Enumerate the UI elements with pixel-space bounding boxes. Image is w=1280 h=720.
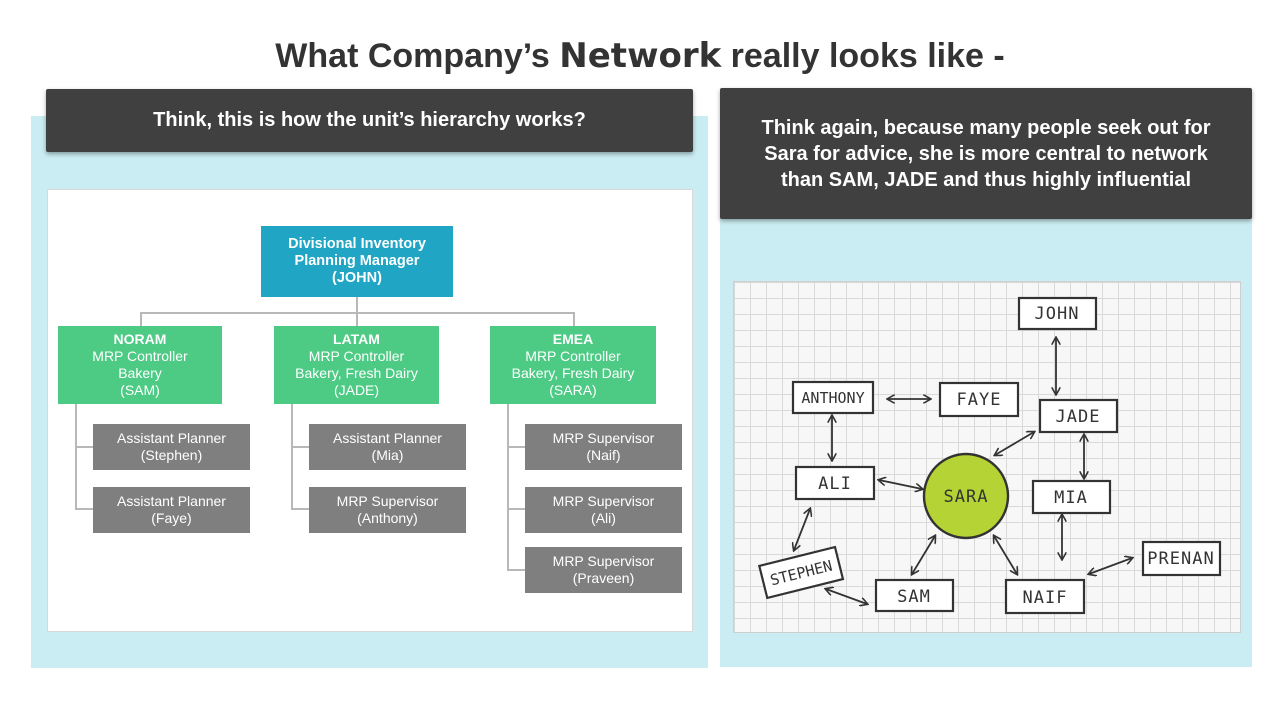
node-box-ali bbox=[794, 465, 876, 501]
node-label-sam: SAM bbox=[897, 587, 931, 607]
node-box-mia bbox=[1031, 479, 1112, 515]
org-root-node: Divisional Inventory Planning Manager (J… bbox=[261, 226, 453, 297]
center-node-label: SARA bbox=[944, 487, 989, 507]
staff-node: Assistant Planner (Faye) bbox=[93, 487, 250, 533]
staff-role: MRP Supervisor bbox=[552, 493, 655, 509]
staff-role: Assistant Planner bbox=[117, 493, 226, 509]
edge-naif-prenan bbox=[1089, 558, 1132, 574]
emea-staff-tick-1 bbox=[507, 446, 525, 448]
staff-person: (Praveen) bbox=[572, 570, 635, 586]
title-emphasis: Network bbox=[559, 36, 722, 76]
region-name: EMEA bbox=[552, 331, 594, 347]
root-line-1: Divisional Inventory bbox=[288, 236, 426, 252]
region-role: MRP Controller bbox=[92, 348, 188, 364]
edge-stephen-sam bbox=[826, 589, 867, 604]
region-name: NORAM bbox=[113, 331, 167, 347]
region-role: MRP Controller bbox=[308, 348, 405, 364]
edge-jade-sara bbox=[995, 432, 1034, 455]
region-node-noram: NORAM MRP Controller Bakery (SAM) bbox=[58, 326, 222, 404]
root-line-3: (JOHN) bbox=[332, 270, 382, 286]
node-label-naif: NAIF bbox=[1023, 588, 1068, 608]
root-line-2: Planning Manager bbox=[294, 253, 420, 269]
node-box-faye bbox=[938, 381, 1020, 418]
node-box-stephen bbox=[757, 545, 845, 600]
noram-staff-tick-1 bbox=[75, 446, 93, 448]
slide-title: What Company’s Network really looks like… bbox=[0, 36, 1280, 76]
staff-role: Assistant Planner bbox=[333, 430, 442, 446]
emea-staff-tick-2 bbox=[507, 508, 525, 510]
node-box-sam bbox=[874, 578, 955, 613]
latam-drop bbox=[356, 312, 358, 326]
noram-drop bbox=[140, 312, 142, 326]
emea-staff-tick-3 bbox=[507, 569, 525, 571]
region-area: Bakery, Fresh Dairy bbox=[511, 365, 635, 381]
staff-role: MRP Supervisor bbox=[552, 430, 655, 446]
node-label-mia: MIA bbox=[1054, 488, 1088, 508]
left-panel-header: Think, this is how the unit’s hierarchy … bbox=[46, 89, 693, 152]
staff-node: MRP Supervisor (Naif) bbox=[525, 424, 682, 470]
node-label-anthony: ANTHONY bbox=[801, 389, 864, 407]
title-prefix: What Company’s bbox=[275, 37, 560, 75]
staff-node: MRP Supervisor (Praveen) bbox=[525, 547, 682, 593]
network-diagram: JOHN ANTHONY FAYE JADE ALI MIA STEPHEN S… bbox=[733, 281, 1241, 633]
staff-node: MRP Supervisor (Ali) bbox=[525, 487, 682, 533]
node-box-naif bbox=[1004, 578, 1086, 615]
region-node-latam: LATAM MRP Controller Bakery, Fresh Dairy… bbox=[274, 326, 439, 404]
right-panel-header: Think again, because many people seek ou… bbox=[720, 88, 1252, 219]
staff-node: Assistant Planner (Stephen) bbox=[93, 424, 250, 470]
staff-node: MRP Supervisor (Anthony) bbox=[309, 487, 466, 533]
edge-ali-sara bbox=[879, 480, 922, 489]
region-name: LATAM bbox=[333, 331, 380, 347]
node-label-prenan: PRENAN bbox=[1147, 549, 1214, 569]
noram-staff-line bbox=[75, 404, 77, 508]
staff-person: (Mia) bbox=[371, 447, 404, 463]
center-node-circle bbox=[922, 452, 1010, 540]
network-svg: JOHN ANTHONY FAYE JADE ALI MIA STEPHEN S… bbox=[757, 296, 1222, 615]
node-box-john bbox=[1017, 296, 1098, 331]
noram-staff-tick-2 bbox=[75, 508, 93, 510]
region-area: Bakery, Fresh Dairy bbox=[295, 365, 418, 381]
region-node-emea: EMEA MRP Controller Bakery, Fresh Dairy … bbox=[490, 326, 656, 404]
node-label-john: JOHN bbox=[1035, 304, 1080, 324]
region-role: MRP Controller bbox=[525, 348, 621, 364]
staff-person: (Stephen) bbox=[140, 447, 203, 463]
staff-role: Assistant Planner bbox=[117, 430, 226, 446]
edge-ali-stephen bbox=[794, 509, 810, 550]
org-chart: Divisional Inventory Planning Manager (J… bbox=[47, 189, 693, 632]
emea-staff-line bbox=[507, 404, 509, 570]
edge-sara-naif bbox=[994, 536, 1017, 574]
staff-role: MRP Supervisor bbox=[552, 553, 655, 569]
node-box-jade bbox=[1038, 398, 1119, 434]
staff-person: (Anthony) bbox=[357, 510, 418, 526]
node-box-anthony bbox=[791, 380, 875, 415]
emea-drop bbox=[573, 312, 575, 326]
latam-staff-line bbox=[291, 404, 293, 508]
title-suffix: really looks like - bbox=[721, 37, 1005, 75]
staff-node: Assistant Planner (Mia) bbox=[309, 424, 466, 470]
latam-staff-tick-2 bbox=[291, 508, 309, 510]
region-area: Bakery bbox=[118, 365, 162, 381]
region-person: (SARA) bbox=[549, 382, 597, 398]
region-person: (JADE) bbox=[333, 382, 380, 398]
node-box-prenan bbox=[1141, 540, 1222, 577]
staff-person: (Faye) bbox=[151, 510, 192, 526]
latam-staff-tick-1 bbox=[291, 446, 309, 448]
right-header-text: Think again, because many people seek ou… bbox=[761, 116, 1211, 191]
staff-role: MRP Supervisor bbox=[336, 493, 439, 509]
edge-sara-sam bbox=[912, 536, 935, 574]
node-label-jade: JADE bbox=[1056, 407, 1101, 427]
node-label-ali: ALI bbox=[818, 474, 852, 494]
region-person: (SAM) bbox=[120, 382, 160, 398]
node-label-faye: FAYE bbox=[957, 390, 1002, 410]
staff-person: (Naif) bbox=[586, 447, 621, 463]
staff-person: (Ali) bbox=[591, 510, 616, 526]
root-connector bbox=[356, 297, 358, 313]
left-header-text: Think, this is how the unit’s hierarchy … bbox=[153, 109, 586, 131]
